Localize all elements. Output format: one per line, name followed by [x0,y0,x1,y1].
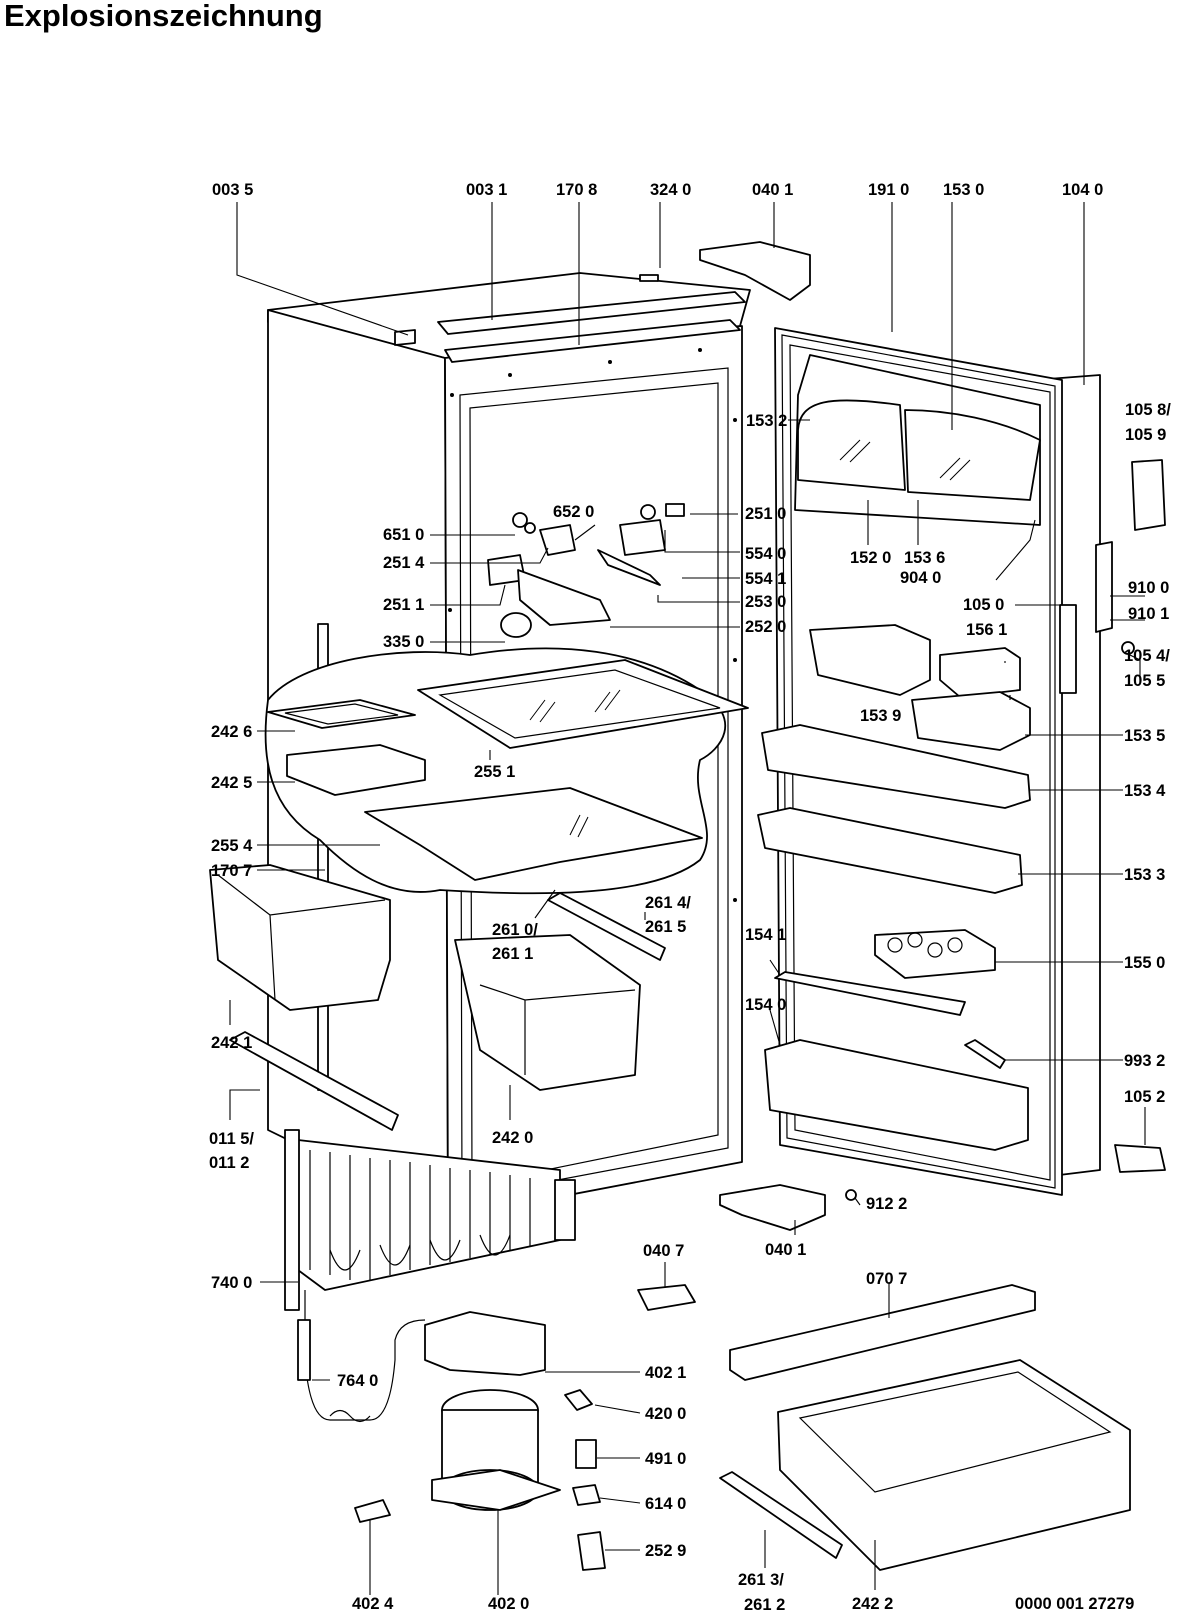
label-1533: 153 3 [1124,866,1165,884]
label-1535: 153 5 [1124,727,1165,745]
label-0115: 011 5/ [209,1130,254,1148]
label-4020: 402 0 [488,1595,529,1613]
label-1540: 154 0 [745,996,786,1014]
label-1561: 156 1 [966,621,1007,639]
label-1910: 191 0 [868,181,909,199]
label-1054: 105 4/ [1124,647,1170,665]
label-7400: 740 0 [211,1274,252,1292]
label-0035: 003 5 [212,181,253,199]
label-2520: 252 0 [745,618,786,636]
label-1550: 155 0 [1124,954,1165,972]
label-2554: 255 4 [211,837,253,855]
leader-lines [229,202,1146,1595]
label-2422: 242 2 [852,1595,893,1613]
label-2614: 261 4/ [645,894,691,912]
label-1541: 154 1 [745,926,786,944]
label-2511: 251 1 [383,596,424,614]
part-labels: 003 5 003 1 170 8 324 0 040 1 191 0 153 … [209,181,1171,1613]
label-7640: 764 0 [337,1372,378,1390]
label-4200: 420 0 [645,1405,686,1423]
label-2426: 242 6 [211,723,252,741]
label-1539: 153 9 [860,707,901,725]
label-9932: 993 2 [1124,1052,1165,1070]
label-1520: 152 0 [850,549,891,567]
label-2420: 242 0 [492,1129,533,1147]
label-1707: 170 7 [211,862,252,880]
label-2529: 252 9 [645,1542,686,1560]
label-3240: 324 0 [650,181,691,199]
label-2514: 251 4 [383,554,425,572]
label-2510: 251 0 [745,505,786,523]
label-1708: 170 8 [556,181,597,199]
label-0707: 070 7 [866,1270,907,1288]
label-6510: 651 0 [383,526,424,544]
label-0407: 040 7 [643,1242,684,1260]
label-1534: 153 4 [1124,782,1166,800]
label-2425: 242 5 [211,774,252,792]
label-2612: 261 2 [744,1596,785,1613]
label-6520: 652 0 [553,503,594,521]
door-assembly [757,327,1166,1196]
drawing-number: 0000 001 27279 [1015,1595,1134,1613]
label-9100: 910 0 [1128,579,1169,597]
label-4021: 402 1 [645,1364,686,1382]
label-1059: 105 9 [1125,426,1166,444]
label-0401-bottom: 040 1 [765,1241,806,1259]
label-2421: 242 1 [211,1034,252,1052]
label-2611: 261 1 [492,945,533,963]
label-1536: 153 6 [904,549,945,567]
label-4024: 402 4 [352,1595,394,1613]
label-1055: 105 5 [1124,672,1165,690]
label-3350: 335 0 [383,633,424,651]
page-title: Explosionszeichnung [4,0,323,33]
label-4910: 491 0 [645,1450,686,1468]
label-1040: 104 0 [1062,181,1103,199]
label-9040: 904 0 [900,569,941,587]
label-9101: 910 1 [1128,605,1169,623]
label-1530: 153 0 [943,181,984,199]
label-5540: 554 0 [745,545,786,563]
label-0031: 003 1 [466,181,507,199]
label-2610: 261 0/ [492,921,538,939]
label-2551: 255 1 [474,763,515,781]
label-9122: 912 2 [866,1195,907,1213]
label-5541: 554 1 [745,570,786,588]
label-2613: 261 3/ [738,1571,784,1589]
label-1052: 105 2 [1124,1088,1165,1106]
label-1050: 105 0 [963,596,1004,614]
label-1532: 153 2 [746,412,787,430]
label-0112: 011 2 [209,1154,249,1172]
label-0401-top: 040 1 [752,181,793,199]
label-1058: 105 8/ [1125,401,1171,419]
label-2615: 261 5 [645,918,686,936]
label-2530: 253 0 [745,593,786,611]
label-6140: 614 0 [645,1495,686,1513]
